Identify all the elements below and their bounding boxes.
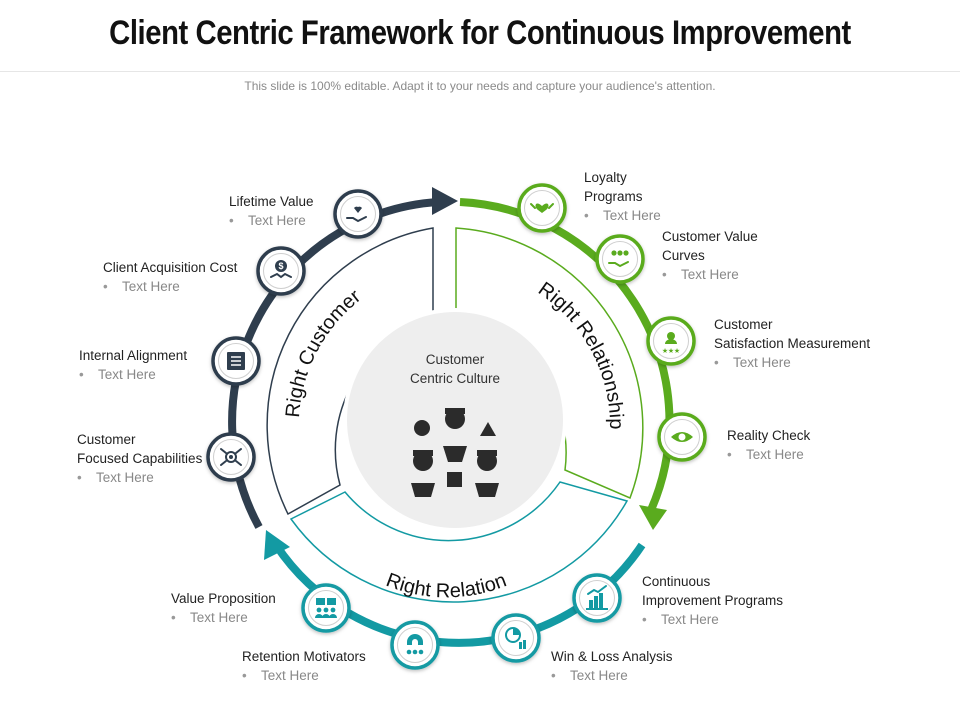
bar-chart-icon [586,585,608,610]
item-title: Internal Alignment [79,348,188,363]
item-title: Improvement Programs [642,593,784,608]
relation-segment [289,481,629,603]
svg-text:★: ★ [662,347,668,355]
magnet-people-icon [406,634,424,655]
relationship-arrowhead [639,505,667,530]
item-label: LoyaltyProgramsText Here [584,168,661,225]
item-bullet-text: Text Here [229,211,314,230]
user-stars-icon: ★★★ [662,332,680,355]
icon-node: $ [256,246,306,296]
item-bullet-text: Text Here [103,277,237,296]
icon-node [517,183,567,233]
icon-node [211,336,261,386]
item-title: Customer Value [662,229,758,244]
presentation-people-icon [315,598,337,618]
icon-node [595,234,645,284]
item-title: Curves [662,248,705,263]
item-title: Loyalty [584,170,627,185]
eye-icon [671,432,693,442]
icon-node [333,189,383,239]
svg-text:$: $ [278,261,283,271]
group-hand-icon [608,250,629,268]
item-title: Client Acquisition Cost [103,260,238,275]
item-bullet-text: Text Here [242,666,366,685]
item-bullet-text: Text Here [642,610,783,629]
icon-node [491,613,541,663]
icon-node: ★★★ [646,316,696,366]
circuit-target-icon [220,448,242,466]
document-list-icon [227,352,245,370]
item-title: Retention Motivators [242,649,366,664]
customer-arrowhead [432,187,458,215]
item-title: Continuous [642,574,711,589]
item-title: Reality Check [727,428,811,443]
title-divider [0,71,960,72]
page-title: Client Centric Framework for Continuous … [109,14,851,52]
item-bullet-text: Text Here [727,445,810,464]
item-bullet-text: Text Here [584,206,661,225]
item-bullet-text: Text Here [79,365,187,384]
heart-hand-icon [530,203,554,213]
icon-node [390,620,440,670]
item-label: Retention MotivatorsText Here [242,647,366,685]
dollar-handshake-icon: $ [270,260,292,279]
item-bullet-text: Text Here [662,265,758,284]
center-label-line1: Customer [425,352,485,367]
hand-heart-icon [346,206,367,223]
icon-node [657,412,707,462]
item-label: Customer ValueCurvesText Here [662,227,758,284]
icon-node [301,583,351,633]
item-label: Win & Loss AnalysisText Here [551,647,673,685]
item-title: Customer [714,317,773,332]
item-label: Lifetime ValueText Here [229,192,314,230]
item-title: Win & Loss Analysis [551,649,673,664]
item-title: Customer [77,432,136,447]
icon-node [572,573,622,623]
relation-arrowhead [264,530,290,560]
item-title: Focused Capabilities [77,451,203,466]
item-bullet-text: Text Here [714,353,870,372]
item-bullet-text: Text Here [171,608,276,627]
item-title: Lifetime Value [229,194,314,209]
icon-node [206,432,256,482]
item-title: Value Proposition [171,591,276,606]
analysis-chart-icon [505,627,526,649]
page-subtitle: This slide is 100% editable. Adapt it to… [244,79,716,93]
item-bullet-text: Text Here [77,468,202,487]
svg-text:★: ★ [668,347,674,355]
item-label: Reality CheckText Here [727,426,810,464]
svg-text:★: ★ [674,347,680,355]
team-shapes-icon [411,408,499,497]
item-label: Value PropositionText Here [171,589,276,627]
center-label: Customer Centric Culture [375,350,535,388]
item-title: Programs [584,189,643,204]
item-label: Client Acquisition CostText Here [103,258,237,296]
item-title: Satisfaction Measurement [714,336,871,351]
item-bullet-text: Text Here [551,666,673,685]
center-label-line2: Centric Culture [409,371,501,386]
item-label: Internal AlignmentText Here [79,346,187,384]
